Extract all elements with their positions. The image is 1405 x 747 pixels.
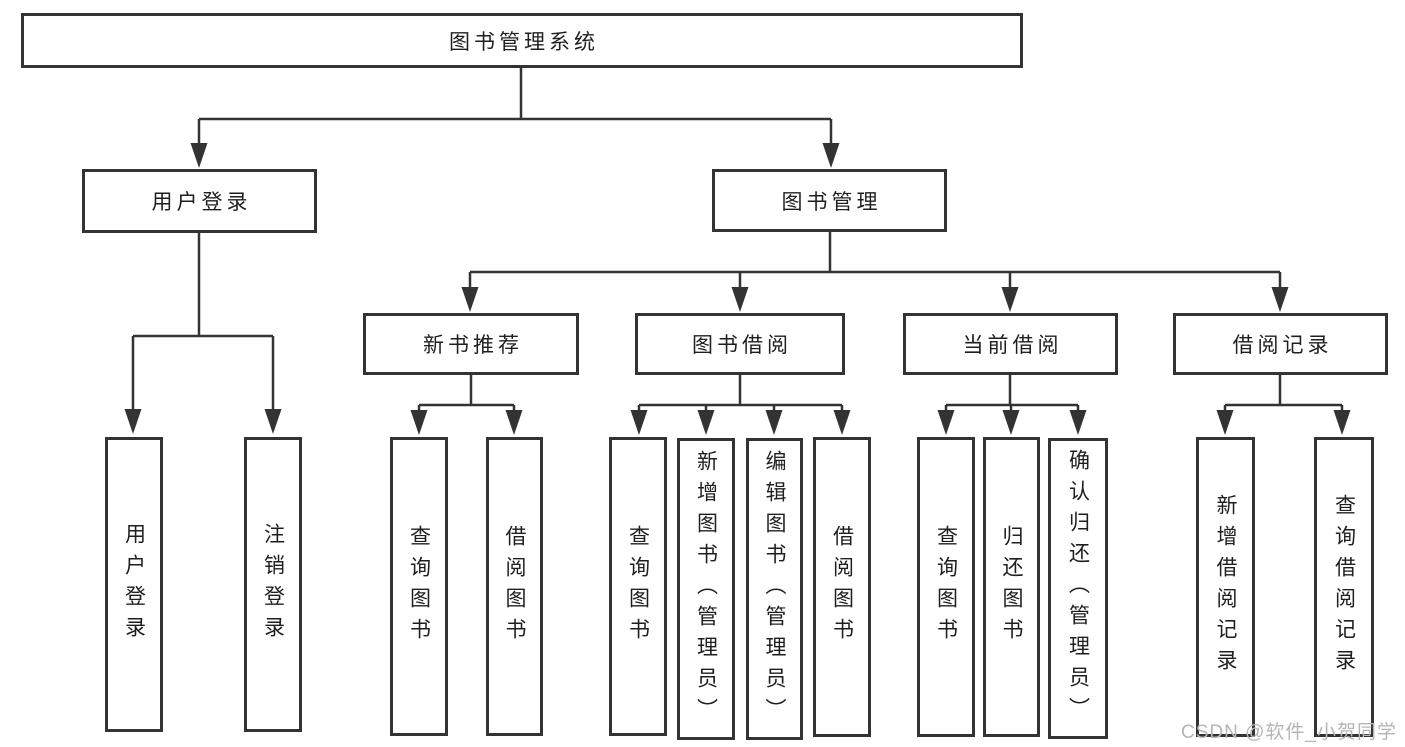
node-borrow-books-recommend: 借阅图书: [486, 437, 543, 736]
node-query-books-recommend: 查询图书: [390, 437, 448, 736]
node-confirm-return-admin: 确认归还（管理员）: [1048, 438, 1108, 739]
arrowhead-icon: [731, 287, 749, 312]
node-return-books: 归还图书: [983, 437, 1040, 737]
arrowhead-icon: [264, 409, 282, 434]
arrowhead-icon: [630, 410, 648, 435]
arrowhead-icon: [410, 410, 428, 435]
watermark: CSDN @软件_小贺同学: [1181, 722, 1397, 743]
node-add-books-admin: 新增图书（管理员）: [677, 438, 735, 740]
arrowhead-icon: [505, 410, 523, 435]
arrowhead-icon: [1001, 287, 1019, 312]
node-edit-books-admin: 编辑图书（管理员）: [746, 438, 803, 740]
node-query-borrow-record: 查询借阅记录: [1314, 437, 1374, 737]
node-borrow-books-borrowing: 借阅图书: [813, 437, 871, 737]
arrowhead-icon: [765, 410, 783, 435]
node-query-books-borrowing: 查询图书: [609, 437, 667, 736]
node-logout-leaf: 注销登录: [244, 437, 302, 732]
node-user-login: 用户登录: [82, 169, 317, 233]
arrowhead-icon: [1333, 410, 1351, 435]
arrowhead-icon: [1216, 410, 1234, 435]
node-book-borrowing: 图书借阅: [635, 313, 845, 375]
node-user-login-leaf: 用户登录: [105, 437, 163, 732]
node-add-borrow-record: 新增借阅记录: [1196, 437, 1255, 737]
arrowheads: [124, 143, 1351, 435]
arrowhead-icon: [190, 143, 208, 168]
arrowhead-icon: [822, 143, 840, 168]
arrowhead-icon: [1002, 410, 1020, 435]
arrowhead-icon: [124, 409, 142, 434]
arrowhead-icon: [833, 410, 851, 435]
arrowhead-icon: [461, 287, 479, 312]
node-book-management: 图书管理: [712, 169, 947, 232]
node-query-books-current: 查询图书: [917, 437, 975, 737]
arrowhead-icon: [697, 410, 715, 435]
arrowhead-icon: [937, 410, 955, 435]
node-library-management-system: 图书管理系统: [21, 13, 1023, 68]
node-borrowing-records: 借阅记录: [1173, 313, 1388, 375]
arrowhead-icon: [1271, 287, 1289, 312]
node-current-borrowing: 当前借阅: [903, 313, 1118, 375]
arrowhead-icon: [1069, 410, 1087, 435]
node-new-book-recommendation: 新书推荐: [363, 313, 579, 375]
